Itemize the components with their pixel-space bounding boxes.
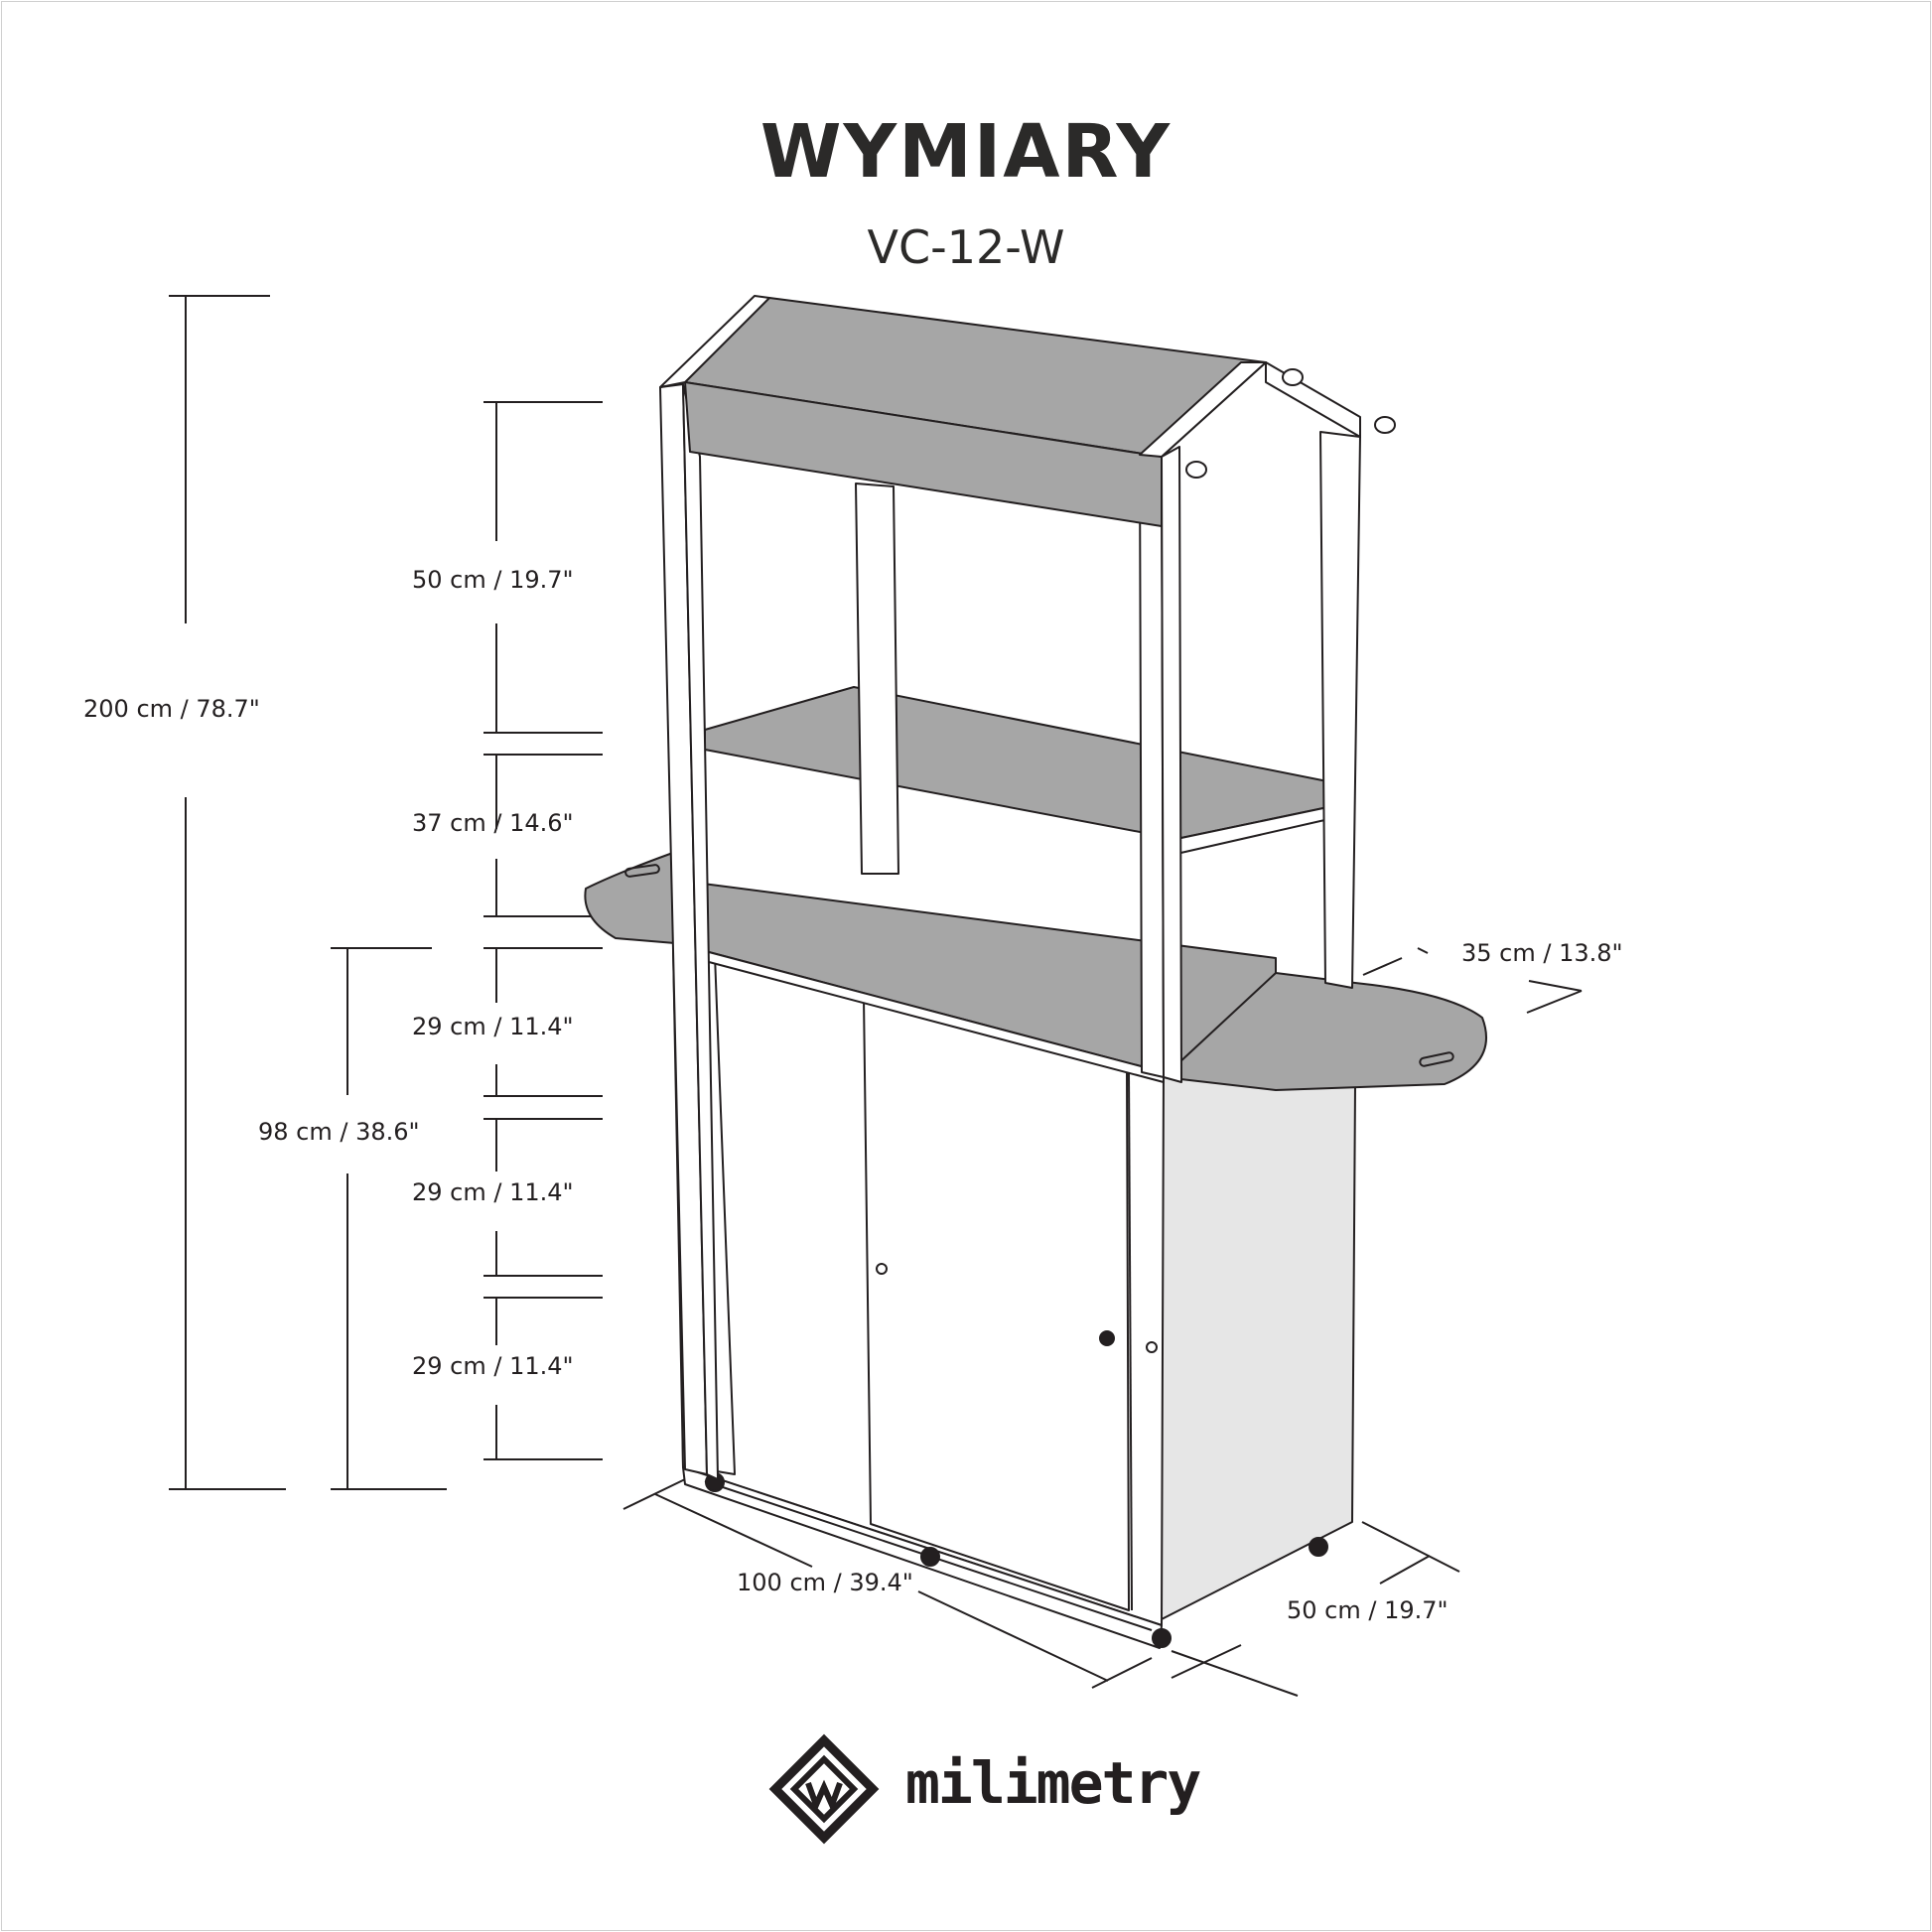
depth-label: 50 cm / 19.7" xyxy=(1287,1596,1449,1624)
cabinet-height-label: 98 cm / 38.6" xyxy=(258,1118,420,1146)
compartment-2-label: 29 cm / 11.4" xyxy=(412,1178,574,1206)
roof-section-label: 50 cm / 19.7" xyxy=(412,566,574,594)
width-label: 100 cm / 39.4" xyxy=(737,1569,913,1596)
compartment-1-label: 29 cm / 11.4" xyxy=(412,1013,574,1040)
upper-shelf-label: 37 cm / 14.6" xyxy=(412,809,574,837)
dimension-lines xyxy=(169,295,1583,1697)
kitchen-cart xyxy=(584,295,1487,1649)
side-table-depth-label: 35 cm / 13.8" xyxy=(1461,939,1623,967)
model-code: VC-12-W xyxy=(867,220,1065,274)
total-height-label: 200 cm / 78.7" xyxy=(83,695,260,723)
compartment-3-label: 29 cm / 11.4" xyxy=(412,1352,574,1380)
brand-name: milimetry xyxy=(905,1749,1201,1817)
page-title: WYMIARY xyxy=(759,109,1173,195)
